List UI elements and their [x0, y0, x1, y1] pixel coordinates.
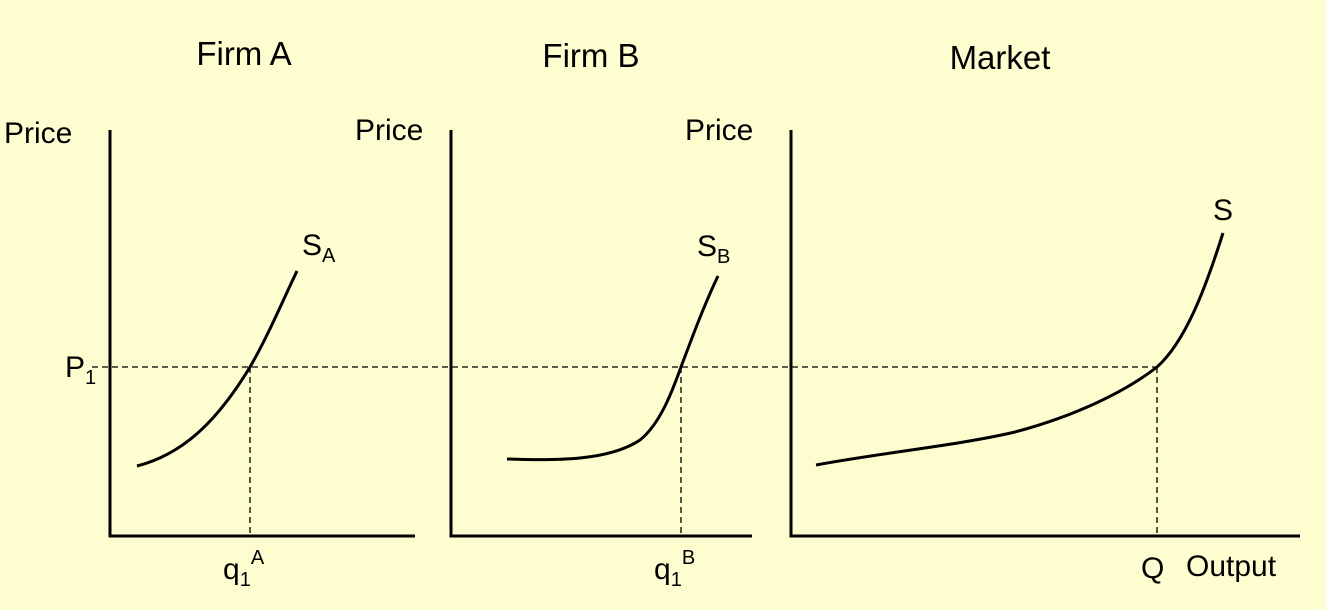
- market-supply-curve: [815, 232, 1225, 467]
- firm-b-y-axis-label: Price: [355, 114, 423, 147]
- firm-b-quantity-label-superscript: B: [682, 547, 695, 569]
- firm-a-supply-label-main: S: [302, 229, 322, 262]
- market-supply-label: S: [1213, 194, 1233, 227]
- firm-a-supply-label: SA: [302, 229, 336, 267]
- firm-b-axes: [449, 130, 752, 538]
- firm-b-panel: SB q1B: [449, 130, 752, 591]
- firm-a-quantity-label: q1A: [223, 547, 265, 591]
- firm-b-quantity-label-subscript: 1: [671, 569, 682, 591]
- firm-b-supply-curve: [506, 275, 720, 462]
- firm-b-quantity-label: q1B: [654, 547, 695, 591]
- firm-b-quantity-label-main: q: [654, 553, 671, 586]
- market-axes: [789, 130, 1300, 538]
- price-level-label-subscript: 1: [85, 367, 96, 389]
- firm-a-quantity-label-superscript: A: [251, 547, 265, 569]
- firm-a-supply-label-subscript: A: [322, 245, 336, 267]
- firm-b-supply-label-main: S: [697, 230, 717, 263]
- market-y-axis-label: Price: [685, 114, 753, 147]
- market-x-axis-label: Output: [1186, 550, 1277, 583]
- firm-a-supply-curve: [136, 270, 299, 468]
- market-title: Market: [950, 39, 1051, 76]
- market-panel: S Q Output: [789, 130, 1300, 585]
- market-quantity-label: Q: [1141, 552, 1164, 585]
- firm-b-supply-label: SB: [697, 230, 730, 268]
- firm-b-title: Firm B: [542, 37, 639, 74]
- firm-a-y-axis-label: Price: [4, 117, 72, 150]
- price-level-label-main: P: [65, 351, 85, 384]
- firm-a-quantity-label-subscript: 1: [240, 569, 251, 591]
- firm-a-quantity-label-main: q: [223, 553, 240, 586]
- firm-a-title: Firm A: [196, 35, 291, 72]
- price-level-label: P1: [65, 351, 96, 389]
- firm-b-supply-label-subscript: B: [717, 246, 730, 268]
- firm-a-panel: SA q1A: [108, 130, 415, 591]
- firm-a-axes: [108, 130, 415, 538]
